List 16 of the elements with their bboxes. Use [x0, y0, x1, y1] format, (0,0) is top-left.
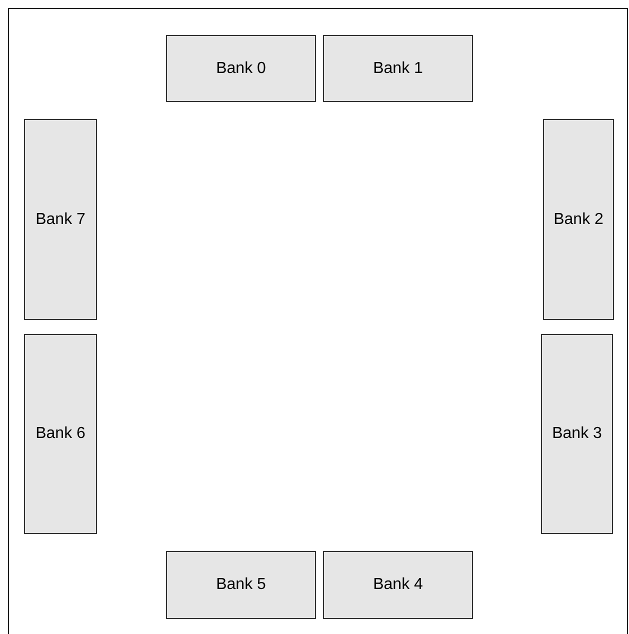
memory-bank-box: [323, 35, 473, 102]
bank-label: Bank 5: [216, 575, 266, 595]
bank-label: Bank 1: [373, 58, 423, 78]
bank-label: Bank 3: [552, 424, 602, 444]
bank-label: Bank 7: [36, 210, 86, 230]
memory-bank-box: [166, 35, 316, 102]
bank-label: Bank 6: [36, 424, 86, 444]
bank-label: Bank 0: [216, 58, 266, 78]
memory-bank-box: [24, 334, 97, 534]
memory-bank-box: [541, 334, 613, 534]
bank-label: Bank 2: [554, 210, 604, 230]
memory-bank-box: [323, 551, 473, 619]
memory-bank-box: [24, 119, 97, 320]
memory-bank-box: [166, 551, 316, 619]
bank-label: Bank 4: [373, 575, 423, 595]
memory-bank-box: [543, 119, 614, 320]
